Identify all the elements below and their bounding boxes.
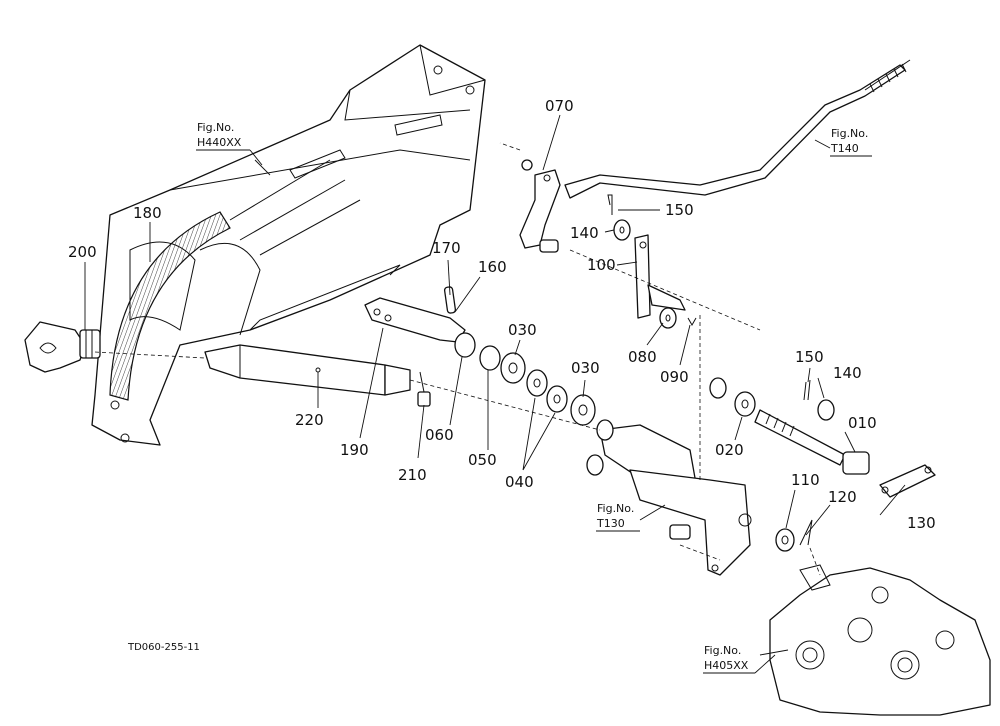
- part-label-050: 050: [468, 451, 497, 469]
- part-label-140: 140: [833, 364, 862, 382]
- figure-references: Fig.No. H440XX Fig.No. T140 Fig.No. T130…: [196, 121, 872, 674]
- part-labels: 010 020 030 030 040 050 060 070 080 090 …: [68, 97, 936, 532]
- part-label-120: 120: [828, 488, 857, 506]
- part-label-110: 110: [791, 471, 820, 489]
- part-label-210: 210: [398, 466, 427, 484]
- fender-housing: [91, 44, 486, 446]
- part-label-200: 200: [68, 243, 97, 261]
- part-label-080: 080: [628, 348, 657, 366]
- bushings-washers: [454, 332, 596, 426]
- link-plate: [879, 464, 936, 498]
- part-label-090: 090: [660, 368, 689, 386]
- part-label-030: 030: [508, 321, 537, 339]
- part-label-150: 150: [665, 201, 694, 219]
- part-label-060: 060: [425, 426, 454, 444]
- part-label-070: 070: [545, 97, 574, 115]
- leader-lines: [84, 114, 906, 656]
- knob-handle: [24, 321, 101, 373]
- washer-pin-lower: [775, 519, 813, 552]
- mount-bracket: [586, 419, 752, 576]
- bracket-plate: [634, 234, 697, 329]
- fig-ref-h405-code: H405XX: [704, 659, 749, 672]
- part-label-190: 190: [340, 441, 369, 459]
- bolt: [417, 371, 431, 407]
- part-label-160: 160: [478, 258, 507, 276]
- part-label-150: 150: [795, 348, 824, 366]
- part-label-180: 180: [133, 204, 162, 222]
- part-label-170: 170: [432, 239, 461, 257]
- fig-ref-t130-code: T130: [596, 517, 625, 530]
- alignment-lines: [94, 142, 821, 576]
- lever-grip-strip: [109, 211, 231, 401]
- fig-ref-t140-label: Fig.No.: [831, 127, 868, 140]
- fig-ref-h405-label: Fig.No.: [704, 644, 741, 657]
- threaded-shaft: [709, 377, 870, 475]
- drawing-code: TD060-255-11: [127, 642, 200, 653]
- fig-ref-t130-label: Fig.No.: [597, 502, 634, 515]
- valve-body: [769, 564, 991, 716]
- part-label-220: 220: [295, 411, 324, 429]
- fig-ref-h440-label: Fig.No.: [197, 121, 234, 134]
- part-label-010: 010: [848, 414, 877, 432]
- fig-ref-t140-code: T140: [830, 142, 859, 155]
- part-label-040: 040: [505, 473, 534, 491]
- pin: [443, 286, 457, 314]
- part-label-130: 130: [907, 514, 936, 532]
- fig-ref-h440-code: H440XX: [197, 136, 242, 149]
- part-label-140: 140: [570, 224, 599, 242]
- lever-arm: [204, 344, 411, 396]
- part-label-020: 020: [715, 441, 744, 459]
- crank-lever: [519, 159, 561, 253]
- part-label-100: 100: [587, 256, 616, 274]
- clip-washer-upper: [607, 194, 631, 241]
- rod-t140: [564, 59, 911, 199]
- part-label-030: 030: [571, 359, 600, 377]
